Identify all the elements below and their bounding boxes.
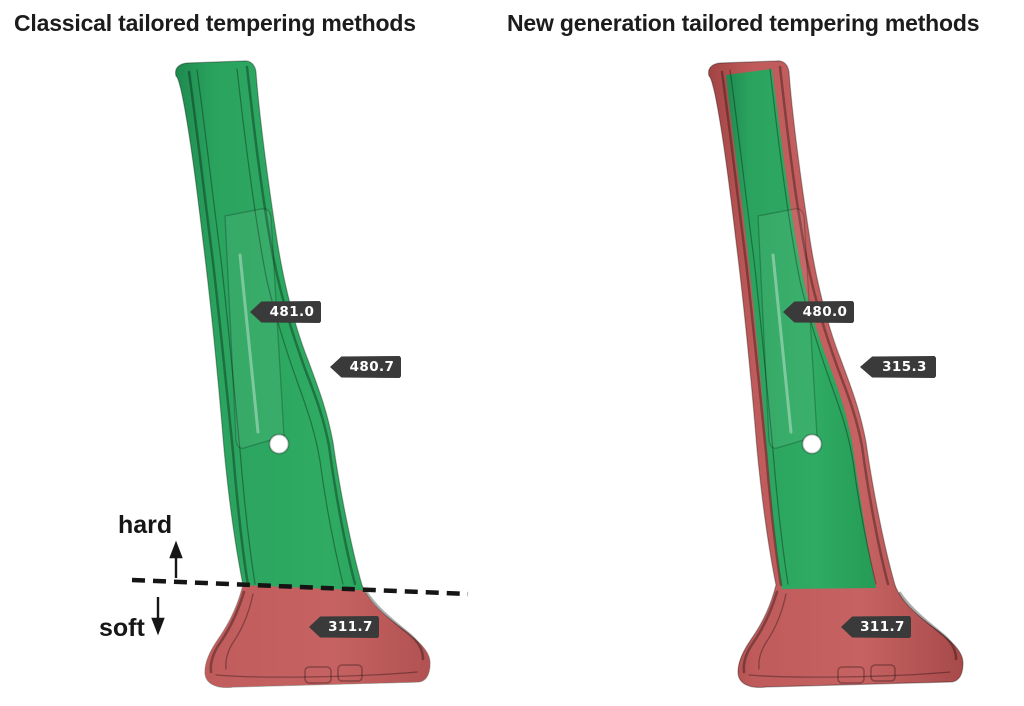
hardness-tag: 315.3 xyxy=(860,356,936,378)
new-generation-pillar xyxy=(707,60,964,689)
soft-zone-label: soft xyxy=(99,614,145,642)
soft-down-arrow-icon xyxy=(151,617,165,636)
panel-title-new-generation: New generation tailored tempering method… xyxy=(507,10,980,36)
hardness-tag: 480.7 xyxy=(330,356,401,378)
hard-up-arrow-icon xyxy=(169,540,183,559)
new-pillar-hole xyxy=(801,433,823,455)
hardness-tag: 480.0 xyxy=(783,301,854,323)
hard-zone-label: hard xyxy=(118,511,173,539)
classical-pillar-soft-zone xyxy=(175,580,430,688)
hardness-tag: 481.0 xyxy=(250,301,321,323)
hardness-tag: 311.7 xyxy=(309,616,379,638)
classical-pillar xyxy=(174,60,431,689)
hard-soft-annotation xyxy=(131,540,469,636)
panel-title-classical: Classical tailored tempering methods xyxy=(14,10,416,36)
boundary-dashed-line xyxy=(131,577,469,597)
hardness-tag: 311.7 xyxy=(841,616,911,638)
classical-pillar-hole xyxy=(268,433,290,455)
